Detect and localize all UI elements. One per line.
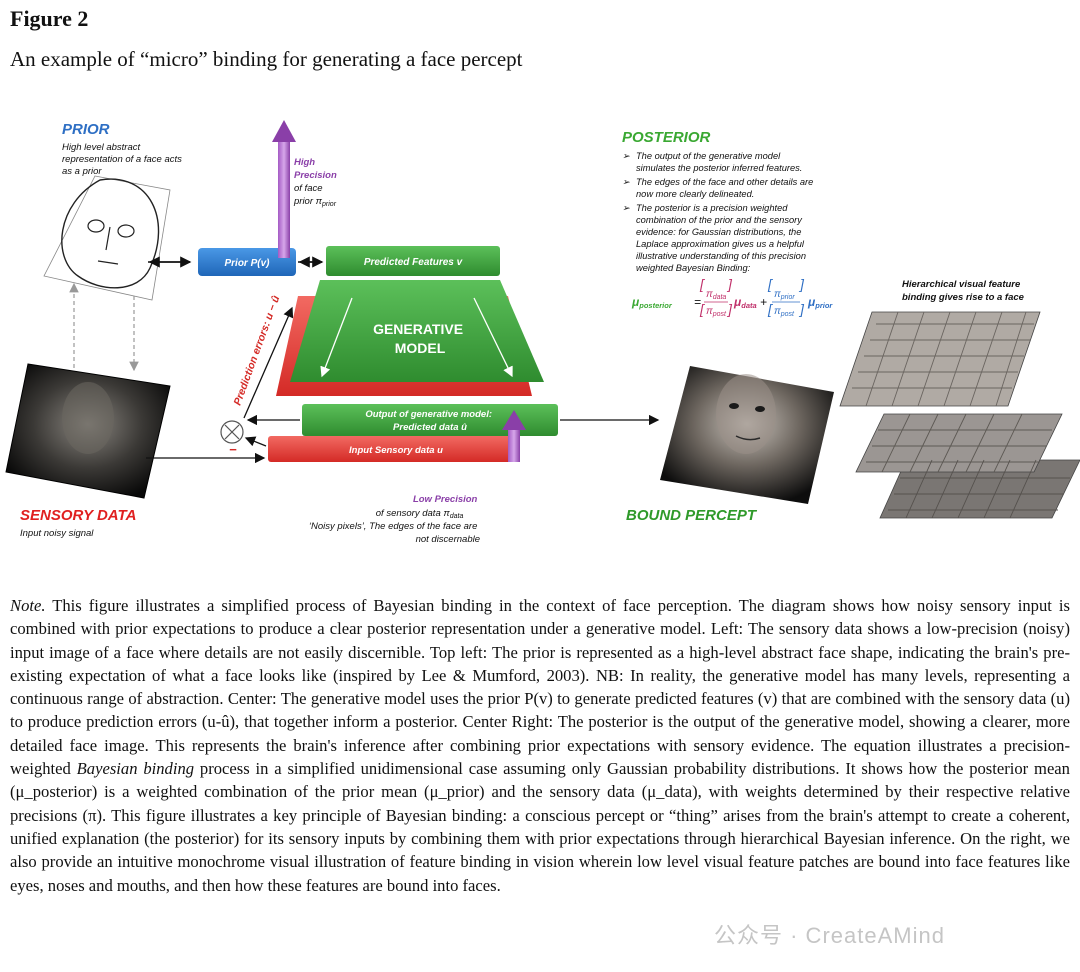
comparator-node — [220, 420, 244, 444]
figure-note: Note. This figure illustrates a simplifi… — [10, 594, 1070, 897]
prior-box-label: Prior P(v) — [224, 258, 270, 269]
svg-text:+: + — [760, 295, 767, 309]
sensory-heading: SENSORY DATA — [20, 507, 136, 524]
figure-title: Figure 2 — [10, 6, 89, 31]
note-text-b: process in a simplified unidimensional c… — [10, 759, 1070, 895]
minus-sign: − — [229, 442, 237, 457]
prior-description: High level abstract representation of a … — [62, 142, 185, 177]
svg-text:πpost: πpost — [774, 306, 795, 318]
bayesian-equation: μposterior = [ [ πdata πpost ] ] μdata +… — [631, 276, 833, 318]
svg-text:The posterior is a precision: The posterior is a precision weighted co… — [636, 203, 809, 273]
noisy-face-image — [5, 363, 171, 499]
svg-text:The edges of the face and othe: The edges of the face and other details … — [636, 177, 813, 199]
svg-text:μposterior: μposterior — [631, 295, 673, 310]
low-precision-arrow — [502, 410, 526, 462]
prior-box — [198, 248, 296, 276]
svg-text:]: ] — [798, 276, 805, 292]
bound-percept-heading: BOUND PERCEPT — [626, 507, 758, 524]
watermark: 公众号 · CreateAMind — [714, 923, 945, 948]
abstract-face-prior — [43, 175, 171, 301]
model-arrow-left — [320, 297, 353, 378]
svg-text:]: ] — [798, 301, 805, 317]
svg-text:➢: ➢ — [622, 203, 631, 213]
predicted-features-label: Predicted Features v — [364, 257, 464, 268]
note-label: Note. — [10, 596, 46, 615]
svg-text:➢: ➢ — [622, 177, 631, 187]
high-precision-arrow — [272, 120, 296, 258]
hierarchical-label: Hierarchical visual feature binding give… — [902, 279, 1025, 303]
note-text-a: This figure illustrates a simplified pro… — [10, 596, 1070, 779]
input-to-comparator-arrow — [244, 436, 267, 447]
svg-text:[: [ — [767, 276, 774, 292]
posterior-heading: POSTERIOR — [622, 129, 711, 146]
prior-heading: PRIOR — [62, 121, 110, 138]
svg-text:]: ] — [726, 276, 733, 292]
output-box-label: Output of generative model: Predicted da… — [365, 409, 494, 433]
high-precision-label: High Precision of face prior πprior — [293, 157, 339, 208]
note-italic: Bayesian binding — [76, 759, 195, 779]
svg-text:The output of the generative m: The output of the generative modelsimula… — [636, 151, 802, 173]
input-box-label: Input Sensory data u — [349, 445, 443, 456]
svg-text:μprior: μprior — [807, 295, 833, 310]
low-precision-label: Low Precision of sensory data πdata ‘Noi… — [309, 494, 480, 545]
svg-text:=: = — [694, 295, 701, 309]
clear-face-image — [660, 366, 834, 504]
feature-hierarchy-stack — [839, 311, 1080, 519]
bayesian-binding-diagram: PRIOR High level abstract representation… — [5, 120, 1080, 545]
generative-model-label: GENERATIVE MODEL — [373, 321, 467, 356]
sensory-description: Input noisy signal — [20, 528, 94, 539]
prediction-errors-arrow — [243, 306, 294, 419]
svg-text:[: [ — [699, 276, 706, 292]
svg-text:[: [ — [699, 301, 706, 317]
prediction-errors-label: Prediction errors: u − û — [232, 294, 283, 407]
svg-text:μdata: μdata — [733, 295, 757, 310]
generative-model-shape — [290, 280, 544, 382]
svg-text:➢: ➢ — [622, 151, 631, 161]
svg-text:πprior: πprior — [774, 289, 795, 301]
predicted-features-box — [326, 246, 500, 276]
svg-text:]: ] — [726, 301, 733, 317]
svg-text:[: [ — [767, 301, 774, 317]
output-box — [302, 404, 558, 436]
svg-text:πpost: πpost — [706, 306, 727, 318]
model-arrow-right — [473, 297, 513, 378]
svg-text:πdata: πdata — [706, 289, 726, 301]
figure-subtitle: An example of “micro” binding for genera… — [10, 47, 523, 71]
input-box — [268, 436, 520, 462]
